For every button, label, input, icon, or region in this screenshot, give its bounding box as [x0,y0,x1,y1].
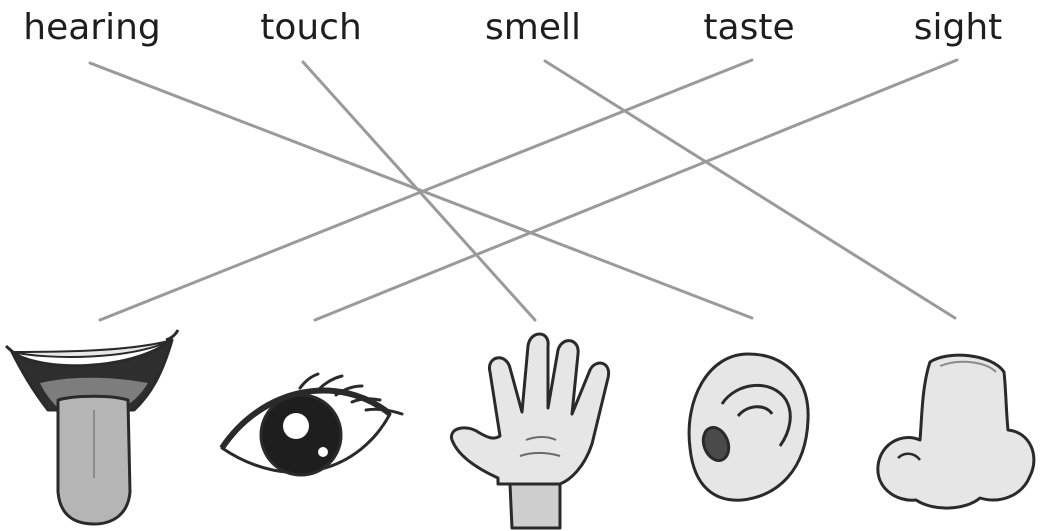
eye-icon[interactable] [219,372,404,477]
word-taste[interactable]: taste [703,7,795,48]
match-lines [88,58,959,322]
line-smell-nose [543,59,957,320]
ear-icon[interactable] [687,352,810,502]
line-touch-hand [301,60,537,322]
line-sight-eye [313,58,959,322]
mouth-tongue-icon[interactable] [4,329,180,526]
word-touch[interactable]: touch [260,7,362,48]
nose-icon[interactable] [876,353,1036,510]
word-smell[interactable]: smell [485,7,581,48]
hand-icon[interactable] [449,332,611,530]
word-hearing[interactable]: hearing [23,7,161,48]
line-taste-mouth [98,58,754,322]
word-sight[interactable]: sight [913,7,1003,48]
